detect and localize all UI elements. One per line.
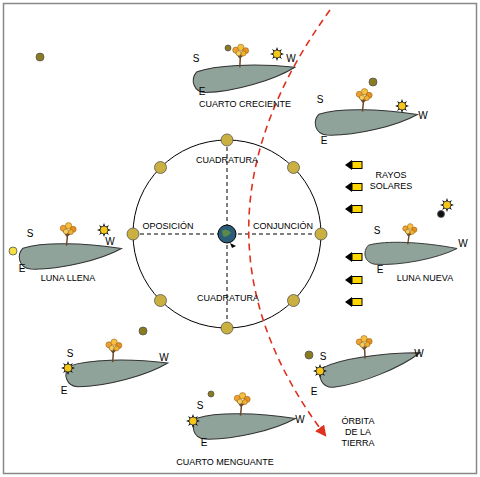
sky-moon bbox=[9, 247, 17, 255]
diagram-label: LUNA LLENA bbox=[41, 273, 96, 284]
cardinal-letter: E bbox=[321, 135, 328, 146]
cardinal-letter: W bbox=[286, 53, 295, 64]
cardinal-letter: S bbox=[27, 228, 34, 239]
cardinal-letter: E bbox=[311, 386, 318, 397]
diagram-label: OPOSICIÓN bbox=[142, 221, 193, 232]
cardinal-letter: W bbox=[414, 348, 423, 359]
cardinal-letter: S bbox=[374, 225, 381, 236]
sun-ray bbox=[345, 182, 362, 192]
cardinal-letter: W bbox=[105, 236, 114, 247]
horizon-hill bbox=[192, 388, 297, 448]
sky-moon bbox=[305, 351, 313, 359]
sun bbox=[313, 364, 327, 378]
diagram-label: RAYOS SOLARES bbox=[367, 170, 415, 192]
sky-moon bbox=[225, 45, 231, 51]
horizon-hill bbox=[314, 84, 419, 144]
rotation-arrow bbox=[230, 243, 236, 248]
horizon-hill bbox=[18, 218, 123, 278]
moon bbox=[221, 134, 233, 146]
sun bbox=[395, 99, 409, 113]
sky-moon bbox=[36, 53, 44, 61]
cardinal-letter: S bbox=[320, 351, 327, 362]
diagram-label: CUARTO MENGUANTE bbox=[176, 457, 274, 468]
earth bbox=[218, 225, 236, 243]
diagram-label: LUNA NUEVA bbox=[397, 273, 453, 284]
moon bbox=[221, 322, 233, 334]
sun-ray bbox=[345, 252, 362, 262]
moon bbox=[288, 162, 300, 174]
sun-ray bbox=[345, 275, 362, 285]
diagram-label: CONJUNCIÓN bbox=[253, 221, 313, 232]
moon bbox=[127, 228, 139, 240]
sky-moon bbox=[139, 327, 147, 335]
horizon-hill bbox=[65, 336, 169, 393]
sun-ray bbox=[345, 297, 362, 307]
cardinal-letter: S bbox=[317, 94, 324, 105]
sun bbox=[440, 198, 454, 212]
moon bbox=[288, 295, 300, 307]
moon bbox=[315, 228, 327, 240]
diagram-label: CUADRATURA bbox=[196, 155, 258, 166]
sky-moon bbox=[438, 211, 445, 218]
moon bbox=[155, 162, 167, 174]
cardinal-letter: E bbox=[201, 437, 208, 448]
cardinal-letter: E bbox=[199, 86, 206, 97]
moon bbox=[155, 295, 167, 307]
sky-moon bbox=[208, 391, 214, 397]
moon-orbit bbox=[133, 140, 321, 328]
sun bbox=[97, 223, 111, 237]
earth-land bbox=[222, 230, 231, 237]
diagram-label: CUARTO CRECIENTE bbox=[199, 99, 291, 110]
sun bbox=[270, 47, 284, 61]
cardinal-letter: S bbox=[67, 348, 74, 359]
sun-ray bbox=[345, 204, 362, 214]
cardinal-letter: W bbox=[159, 352, 168, 363]
cardinal-letter: W bbox=[418, 110, 427, 121]
cardinal-letter: E bbox=[61, 385, 68, 396]
cardinal-letter: W bbox=[458, 238, 467, 249]
sun-ray bbox=[345, 160, 362, 170]
cardinal-letter: W bbox=[295, 414, 304, 425]
sun bbox=[186, 414, 200, 428]
sun bbox=[61, 361, 75, 375]
diagram-label: ÓRBITA DE LA TIERRA bbox=[336, 416, 381, 449]
cardinal-letter: E bbox=[19, 263, 26, 274]
horizon-hill bbox=[318, 333, 421, 388]
cardinal-letter: S bbox=[197, 400, 204, 411]
diagram-label: CUADRATURA bbox=[197, 293, 259, 304]
horizon-hill bbox=[364, 218, 460, 275]
cardinal-letter: E bbox=[377, 264, 384, 275]
frame bbox=[4, 4, 477, 474]
horizon-hill bbox=[193, 42, 296, 97]
sky-moon bbox=[369, 78, 377, 86]
cardinal-letter: S bbox=[193, 53, 200, 64]
